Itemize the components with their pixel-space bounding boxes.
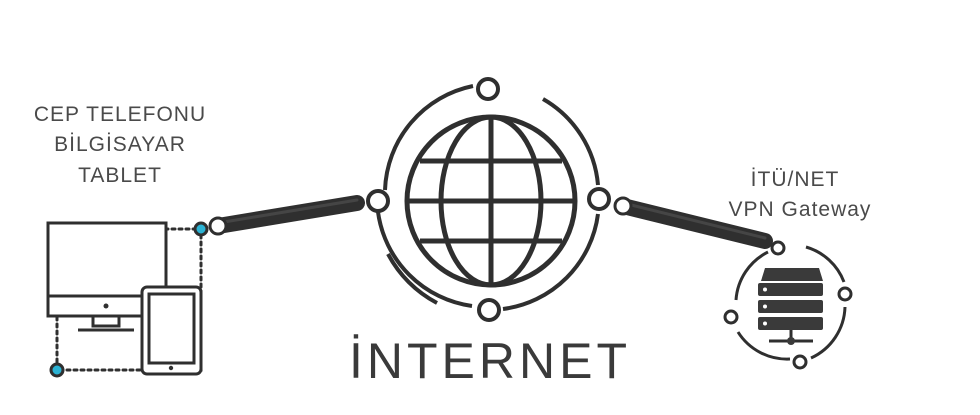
client-labels: CEP TELEFONU BİLGİSAYAR TABLET [34,103,206,187]
gateway-label-type: VPN Gateway [729,198,872,221]
server-node-right [837,286,853,302]
right-cable [613,196,773,249]
server-node-top [770,240,786,256]
client-label-phone: CEP TELEFONU [34,103,206,126]
client-label-tablet: TABLET [78,164,162,187]
client-label-computer: BİLGİSAYAR [54,133,186,156]
globe-node-bottom [477,298,501,322]
server-node-bottom [792,354,808,370]
internet-label: İNTERNET [349,333,631,389]
node-dot-bottom [49,362,65,378]
globe-node-right [587,187,611,211]
monitor-and-tablet-icon [46,221,209,378]
gateway-label-name: İTÜ/NET [751,168,840,191]
node-dot-top [193,221,209,237]
cable-end-right [613,196,633,216]
globe-node-top [476,77,500,101]
server-node-left [723,309,739,325]
globe-node-left [366,189,390,213]
cable-end-left [208,216,228,236]
gateway-labels: İTÜ/NET VPN Gateway [729,168,872,221]
left-cable [208,195,365,236]
globe-icon [366,77,611,322]
server-icon [723,240,853,370]
